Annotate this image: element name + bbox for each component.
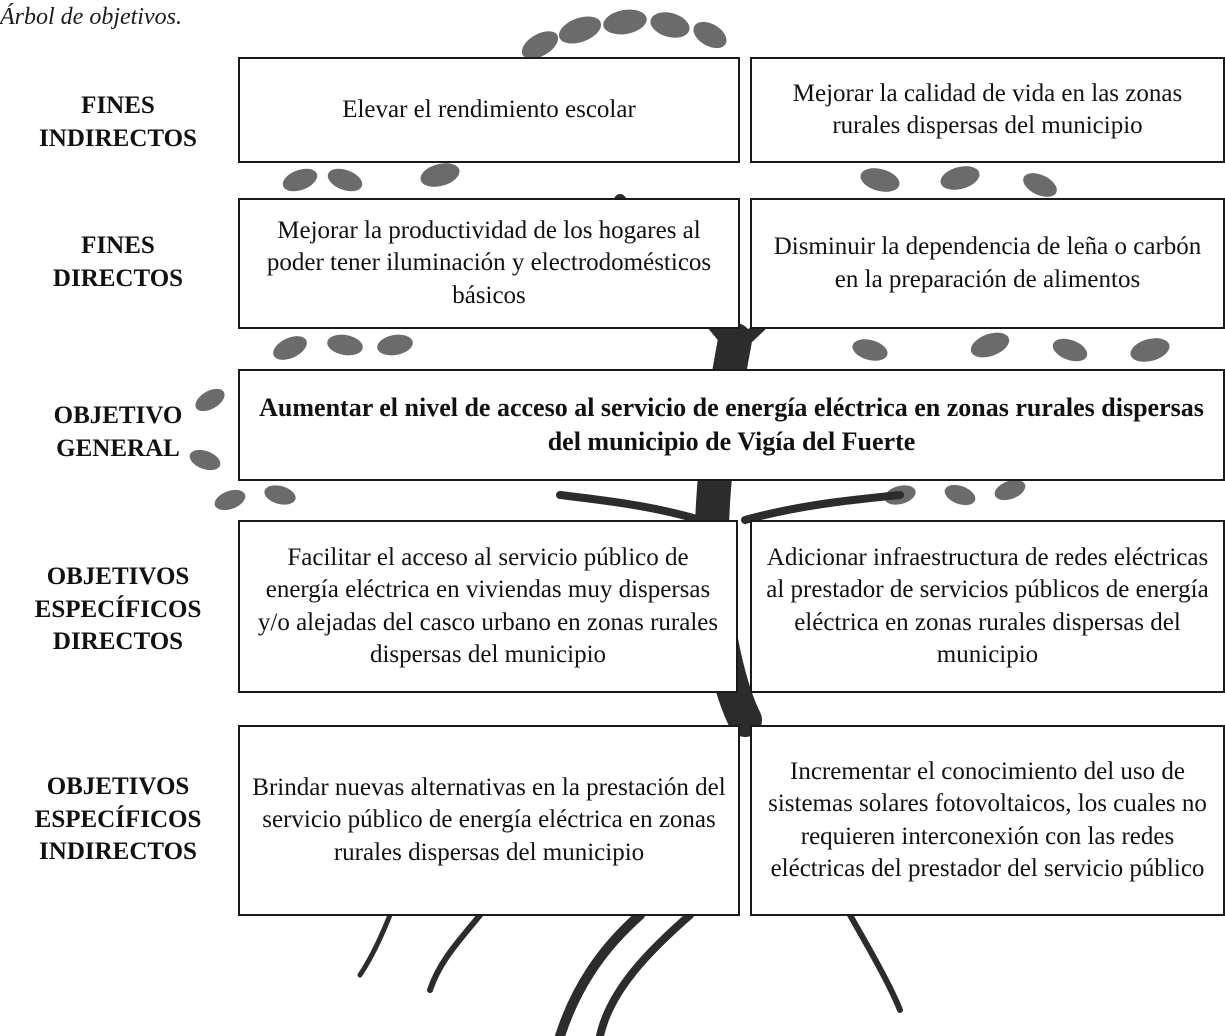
objective-box: Facilitar el acceso al servicio público … xyxy=(238,520,738,693)
row-label-line: GENERAL xyxy=(56,434,180,462)
objective-box: Elevar el rendimiento escolar xyxy=(238,57,740,163)
objective-box: Adicionar infraestructura de redes eléct… xyxy=(750,520,1225,693)
objective-box: Incrementar el conocimiento del uso de s… xyxy=(750,725,1225,916)
row-label-line: DIRECTOS xyxy=(52,264,184,292)
row-label-line: ESPECÍFICOS xyxy=(34,595,202,623)
row-label-fines-directos: FINES DIRECTOS xyxy=(0,220,236,305)
row-label-line: OBJETIVO xyxy=(53,402,183,429)
general-objective-box: Aumentar el nivel de acceso al servicio … xyxy=(238,369,1225,481)
row-label-objetivos-especificos-indirectos: OBJETIVOS ESPECÍFICOS INDIRECTOS xyxy=(0,765,236,875)
row-label-fines-indirectos: FINES INDIRECTOS xyxy=(0,80,236,165)
row-label-line: FINES xyxy=(81,232,155,259)
row-label-line: OBJETIVOS xyxy=(46,563,190,591)
row-label-objetivo-general: OBJETIVO GENERAL xyxy=(0,390,236,475)
objective-box: Mejorar la productividad de los hogares … xyxy=(238,198,740,329)
row-label-line: OBJETIVOS xyxy=(46,773,190,801)
row-label-line: FINES xyxy=(81,92,155,119)
row-label-line: DIRECTOS xyxy=(52,628,184,656)
objective-box: Brindar nuevas alternativas en la presta… xyxy=(238,725,740,916)
row-label-objetivos-especificos-directos: OBJETIVOS ESPECÍFICOS DIRECTOS xyxy=(0,555,236,665)
row-label-line: ESPECÍFICOS xyxy=(34,805,202,833)
objective-box: Mejorar la calidad de vida en las zonas … xyxy=(750,57,1225,163)
objective-box: Disminuir la dependencia de leña o carbó… xyxy=(750,198,1225,329)
figure-caption: Árbol de objetivos. xyxy=(0,4,182,30)
row-label-line: INDIRECTOS xyxy=(39,124,197,152)
row-label-line: INDIRECTOS xyxy=(39,838,197,866)
